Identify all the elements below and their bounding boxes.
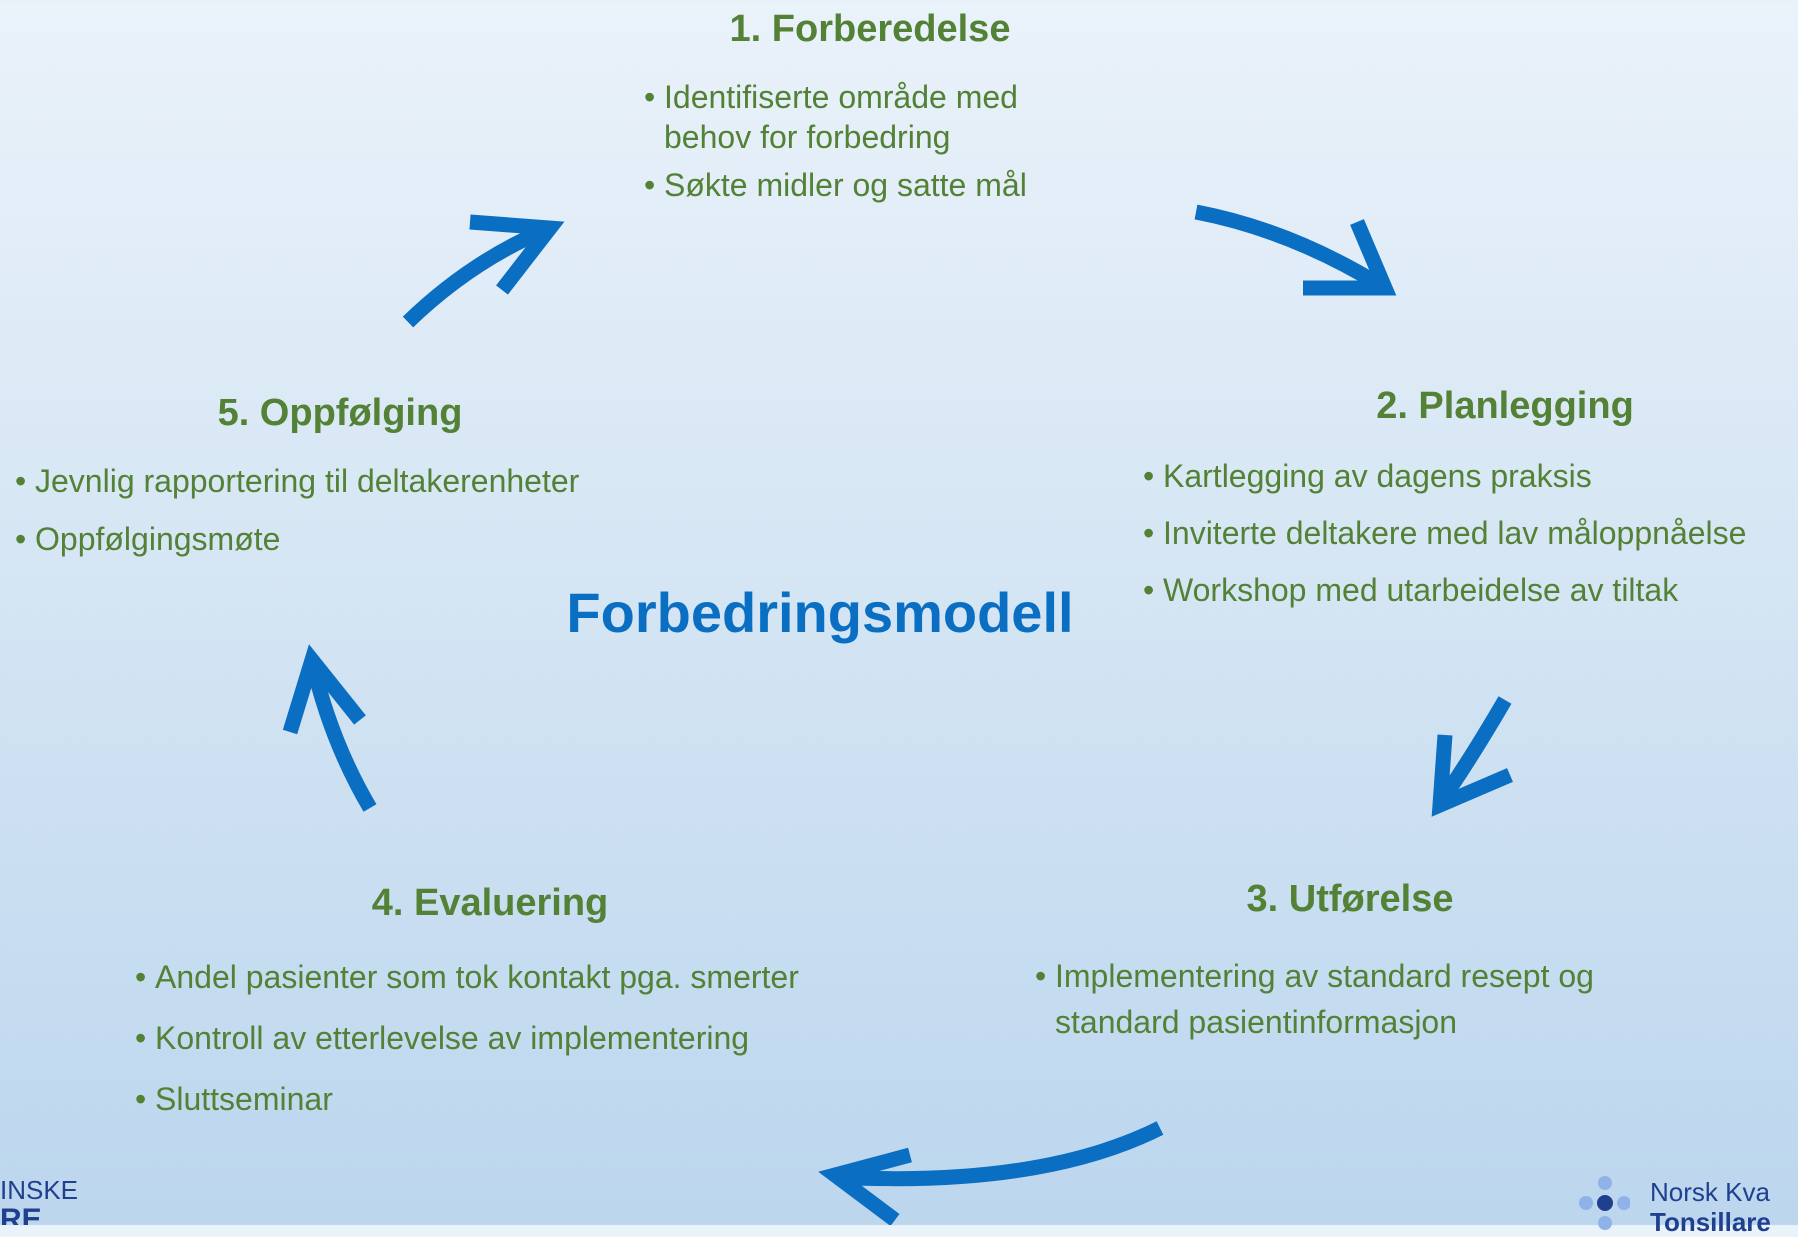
step-2-title: 2. Planlegging [1376,385,1634,427]
step-5-bullets: Jevnlig rapportering til deltakerenheter… [15,461,655,559]
arrow-planlegging-to-utforelse [1431,696,1513,817]
step-3-title: 3. Utførelse [1246,878,1454,920]
right-logo-text: Norsk Kva Tonsillare [1650,1177,1771,1237]
dots-logo-icon [1579,1176,1630,1230]
step-1-bullet-2: Søkte midler og satte mål [644,165,1084,205]
step-5-bullet-2: Oppfølgingsmøte [15,519,655,559]
step-3-bullet-1: Implementering av standard resept og sta… [1035,953,1645,1045]
step-1-bullets: Identifiserte område med behov for forbe… [644,77,1084,205]
left-logo-line2: RE [0,1205,42,1225]
center-title: Forbedringsmodell [566,581,1074,644]
right-logo-line2: Tonsillare [1650,1207,1771,1237]
step-4-bullet-1: Andel pasienter som tok kontakt pga. sme… [135,957,855,997]
step-2-bullet-2: Inviterte deltakere med lav måloppnåelse [1143,513,1793,553]
step-3-bullets: Implementering av standard resept og sta… [1035,953,1645,1045]
step-4-bullet-3: Sluttseminar [135,1079,855,1119]
step-5-title: 5. Oppfølging [217,392,463,434]
step-4-title: 4. Evaluering [371,882,609,924]
left-logo: INSKE RE [0,1175,78,1225]
arrow-utforelse-to-evaluering [818,1121,1164,1225]
step-2-bullet-3: Workshop med utarbeidelse av tiltak [1143,570,1793,610]
arrow-evaluering-to-oppfolging [282,644,377,812]
step-1-bullet-1: Identifiserte område med behov for forbe… [644,77,1084,157]
step-2-bullets: Kartlegging av dagens praksis Inviterte … [1143,456,1793,610]
step-2-bullet-1: Kartlegging av dagens praksis [1143,456,1793,496]
step-4-bullets: Andel pasienter som tok kontakt pga. sme… [135,957,855,1119]
step-4-bullet-2: Kontroll av etterlevelse av implementeri… [135,1018,855,1058]
step-1-title: 1. Forberedelse [729,8,1011,50]
right-logo-line1: Norsk Kva [1650,1177,1770,1207]
left-logo-line1: INSKE [0,1175,79,1205]
step-5-bullet-1: Jevnlig rapportering til deltakerenheter [15,461,655,501]
arrow-forberedelse-to-planlegging [1194,204,1397,296]
right-logo: Norsk Kva Tonsillare [1578,1165,1798,1237]
arrow-oppfolging-to-forberedelse [402,214,565,328]
